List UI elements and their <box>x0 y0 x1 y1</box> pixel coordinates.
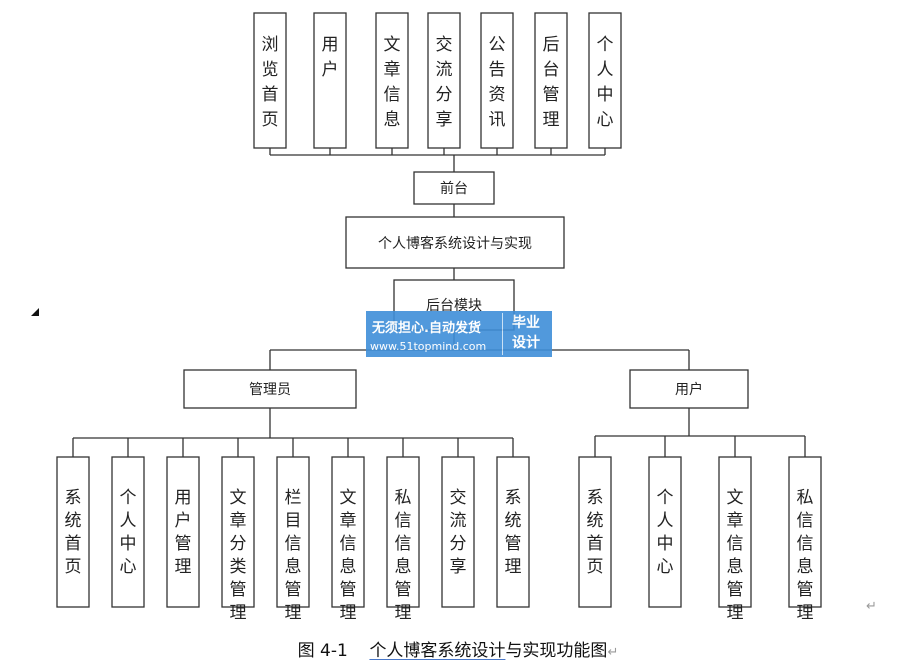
front-node-label: 前台 <box>440 180 468 197</box>
user-child-u-personal-center-label: 个人中心 <box>657 488 674 577</box>
top-node-center: 个人中心 <box>588 12 622 149</box>
top-node-article-label: 文章信息 <box>384 35 401 130</box>
user-node-box <box>629 369 749 409</box>
admin-child-article-category-manage-box <box>221 456 255 608</box>
front-node-box <box>413 171 495 205</box>
admin-child-private-msg-manage-box <box>386 456 420 608</box>
top-node-share-label: 交流分享 <box>436 35 453 130</box>
top-node-article: 文章信息 <box>375 12 409 149</box>
admin-child-user-manage-box <box>166 456 200 608</box>
front-node: 前台 <box>413 171 495 205</box>
top-node-share: 交流分享 <box>427 12 461 149</box>
watermark-url: www.51topmind.com <box>370 340 487 353</box>
watermark-banner: 无须担心.自动发货 www.51topmind.com 毕业 设计 <box>366 311 552 357</box>
top-node-admin: 后台管理 <box>534 12 568 149</box>
admin-child-article-info-manage: 文章信息管理 <box>331 456 365 623</box>
admin-child-user-manage: 用户管理 <box>166 456 200 608</box>
top-node-user: 用户 <box>313 12 347 149</box>
top-node-user-label: 用户 <box>322 35 339 80</box>
figure-caption: 图 4-1 个人博客系统设计与实现功能图↵ <box>0 636 916 661</box>
backend-node-label: 后台模块 <box>426 298 482 314</box>
admin-child-sys-home: 系统首页 <box>56 456 90 608</box>
top-node-notice-box <box>480 12 514 149</box>
user-child-u-private-msg-manage-label: 私信信息管理 <box>797 488 814 623</box>
user-child-u-sys-home-label: 系统首页 <box>587 488 604 577</box>
top-node-user-box <box>313 12 347 149</box>
admin-child-article-category-manage: 文章分类管理 <box>221 456 255 623</box>
top-node-center-label: 个人中心 <box>597 35 614 130</box>
admin-child-article-info-manage-box <box>331 456 365 608</box>
user-child-u-personal-center-box <box>648 456 682 608</box>
top-node-share-box <box>427 12 461 149</box>
watermark-badge-top: 毕业 <box>512 315 540 331</box>
top-node-browse-box <box>253 12 287 149</box>
admin-child-sys-home-label: 系统首页 <box>65 488 82 577</box>
top-node-admin-box <box>534 12 568 149</box>
user-child-u-article-info-manage: 文章信息管理 <box>718 456 752 623</box>
admin-child-private-msg-manage-label: 私信信息管理 <box>395 488 412 623</box>
caption-prefix: 图 4-1 <box>297 641 348 661</box>
admin-child-exchange-share-label: 交流分享 <box>450 488 467 577</box>
caption-paragraph-mark: ↵ <box>607 645 619 660</box>
caption-title: 个人博客系统设计 <box>369 641 506 661</box>
watermark-slogan: 无须担心.自动发货 <box>372 321 481 336</box>
top-node-center-box <box>588 12 622 149</box>
admin-child-exchange-share: 交流分享 <box>441 456 475 608</box>
user-child-u-personal-center: 个人中心 <box>648 456 682 608</box>
admin-child-column-info-manage: 栏目信息管理 <box>276 456 310 623</box>
watermark-badge-bottom: 设计 <box>512 335 540 351</box>
admin-node: 管理员 <box>183 369 357 409</box>
user-child-u-private-msg-manage: 私信信息管理 <box>788 456 822 623</box>
admin-child-article-info-manage-label: 文章信息管理 <box>340 488 357 623</box>
admin-child-personal-center-box <box>111 456 145 608</box>
admin-child-sys-home-box <box>56 456 90 608</box>
admin-child-column-info-manage-box <box>276 456 310 608</box>
top-node-article-box <box>375 12 409 149</box>
admin-child-user-manage-label: 用户管理 <box>175 488 192 577</box>
user-node-label: 用户 <box>675 381 703 398</box>
user-child-u-article-info-manage-label: 文章信息管理 <box>727 488 744 623</box>
user-child-u-sys-home-box <box>578 456 612 608</box>
top-node-browse-label: 浏览首页 <box>262 35 279 130</box>
watermark-badge: 毕业 设计 <box>502 313 549 355</box>
admin-node-label: 管理员 <box>249 382 291 398</box>
caption-suffix: 与实现功能图 <box>505 641 608 661</box>
user-node: 用户 <box>629 369 749 409</box>
paragraph-mark: ↵ <box>866 599 877 614</box>
admin-child-article-category-manage-label: 文章分类管理 <box>230 488 247 623</box>
admin-child-system-manage: 系统管理 <box>496 456 530 608</box>
system-node: 个人博客系统设计与实现 <box>345 216 565 269</box>
top-node-notice-label: 公告资讯 <box>489 35 506 130</box>
admin-child-personal-center: 个人中心 <box>111 456 145 608</box>
top-node-notice: 公告资讯 <box>480 12 514 149</box>
admin-node-box <box>183 369 357 409</box>
system-node-box <box>345 216 565 269</box>
admin-child-exchange-share-box <box>441 456 475 608</box>
admin-child-system-manage-box <box>496 456 530 608</box>
admin-child-system-manage-label: 系统管理 <box>505 488 522 577</box>
anchor-marker-icon <box>31 308 39 316</box>
admin-child-personal-center-label: 个人中心 <box>120 488 137 577</box>
admin-child-column-info-manage-label: 栏目信息管理 <box>285 488 302 623</box>
user-child-u-private-msg-manage-box <box>788 456 822 608</box>
user-child-u-sys-home: 系统首页 <box>578 456 612 608</box>
user-child-u-article-info-manage-box <box>718 456 752 608</box>
system-node-label: 个人博客系统设计与实现 <box>378 235 532 252</box>
admin-child-private-msg-manage: 私信信息管理 <box>386 456 420 623</box>
top-node-browse: 浏览首页 <box>253 12 287 149</box>
top-node-admin-label: 后台管理 <box>543 35 560 130</box>
